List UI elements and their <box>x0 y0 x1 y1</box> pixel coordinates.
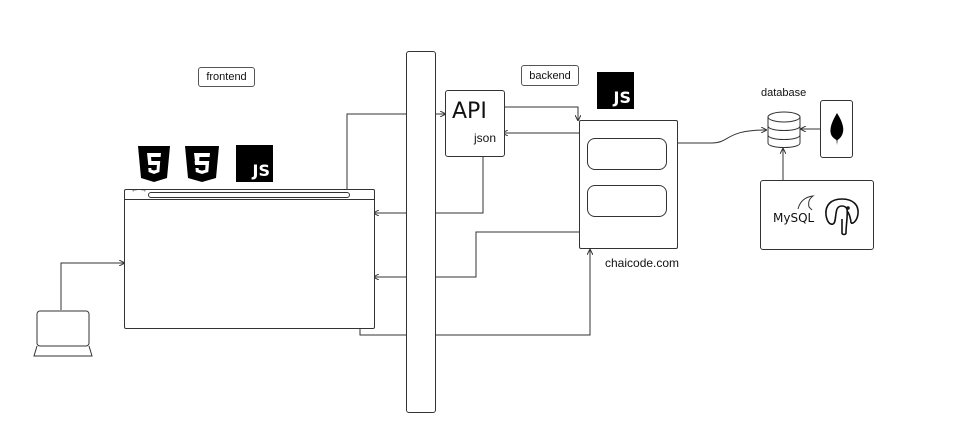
backend-server <box>579 120 678 249</box>
postgresql-elephant-icon <box>825 198 859 236</box>
laptop-icon <box>33 310 93 358</box>
backend-javascript-icon: JS <box>597 72 634 109</box>
mongodb-box <box>820 100 853 158</box>
json-label: json <box>474 131 497 145</box>
network-divider <box>406 51 436 413</box>
browser-toolbar: ← → <box>125 187 374 200</box>
css3-icon <box>184 145 220 183</box>
frontend-label: frontend <box>198 67 255 87</box>
database-label: database <box>761 87 807 99</box>
mysql-dolphin-icon <box>797 195 815 211</box>
backend-label: backend <box>521 65 579 86</box>
browser-window: ← → <box>124 187 375 329</box>
api-box: API json <box>445 90 505 157</box>
api-title: API <box>452 99 487 124</box>
backend-module-1 <box>587 138 667 170</box>
browser-address-bar <box>148 192 350 198</box>
domain-label: chaicode.com <box>605 256 680 270</box>
mongodb-leaf-icon <box>830 113 844 145</box>
database-cylinder-icon <box>766 111 802 149</box>
browser-nav-arrows-icon: ← → <box>131 187 147 194</box>
backend-module-2 <box>587 185 667 217</box>
mysql-logo: MySQL <box>773 211 815 225</box>
html5-icon <box>137 145 171 183</box>
javascript-icon: JS <box>236 145 273 182</box>
sql-databases-box: MySQL <box>760 180 874 250</box>
